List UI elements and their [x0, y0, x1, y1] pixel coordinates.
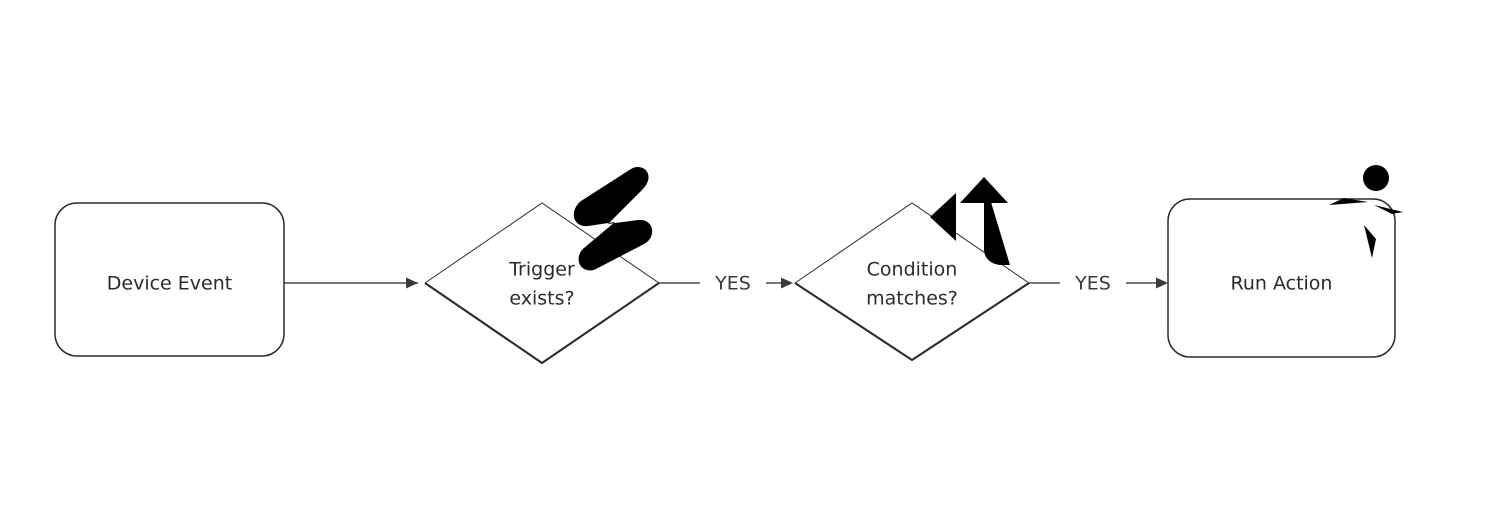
edge-device-event-to-trigger	[284, 277, 418, 289]
edge-label-yes-2: YES	[1074, 273, 1111, 295]
condition-diamond-bottom-outline	[794, 282, 1030, 362]
node-condition-matches[interactable]: Condition matches?	[794, 202, 1030, 362]
runner-arm-back	[1329, 198, 1368, 205]
arrow-head-icon	[1156, 277, 1168, 289]
node-run-action[interactable]: Run Action	[1167, 198, 1396, 358]
lightning-bolt-icon	[573, 166, 653, 271]
runner-arm-front	[1374, 205, 1403, 214]
runner-leg-front	[1364, 225, 1376, 258]
run-action-label: Run Action	[1231, 273, 1333, 295]
run-action-box[interactable]	[1167, 198, 1396, 358]
edge-label-yes-1: YES	[714, 273, 751, 295]
lightning-bolt-shape	[573, 166, 653, 271]
device-event-box[interactable]	[54, 202, 285, 357]
edge-condition-to-run-action: YES	[1029, 273, 1168, 295]
device-event-label: Device Event	[107, 273, 232, 295]
trigger-diamond-bottom-outline	[424, 282, 660, 365]
trigger-label-line1: Trigger	[508, 259, 575, 281]
branch-arrow-head-left	[930, 193, 956, 241]
node-device-event[interactable]: Device Event	[54, 202, 285, 357]
trigger-label-line2: exists?	[509, 288, 574, 310]
branch-arrow-head-up	[960, 177, 1008, 203]
arrow-head-icon	[781, 277, 793, 289]
edge-trigger-to-condition: YES	[659, 273, 793, 295]
condition-label-line2: matches?	[866, 288, 958, 310]
arrow-head-icon	[406, 277, 418, 289]
running-person-icon	[1329, 165, 1403, 258]
condition-label-line1: Condition	[867, 259, 958, 281]
branch-arrow-icon	[930, 177, 1010, 265]
runner-head	[1363, 165, 1389, 191]
